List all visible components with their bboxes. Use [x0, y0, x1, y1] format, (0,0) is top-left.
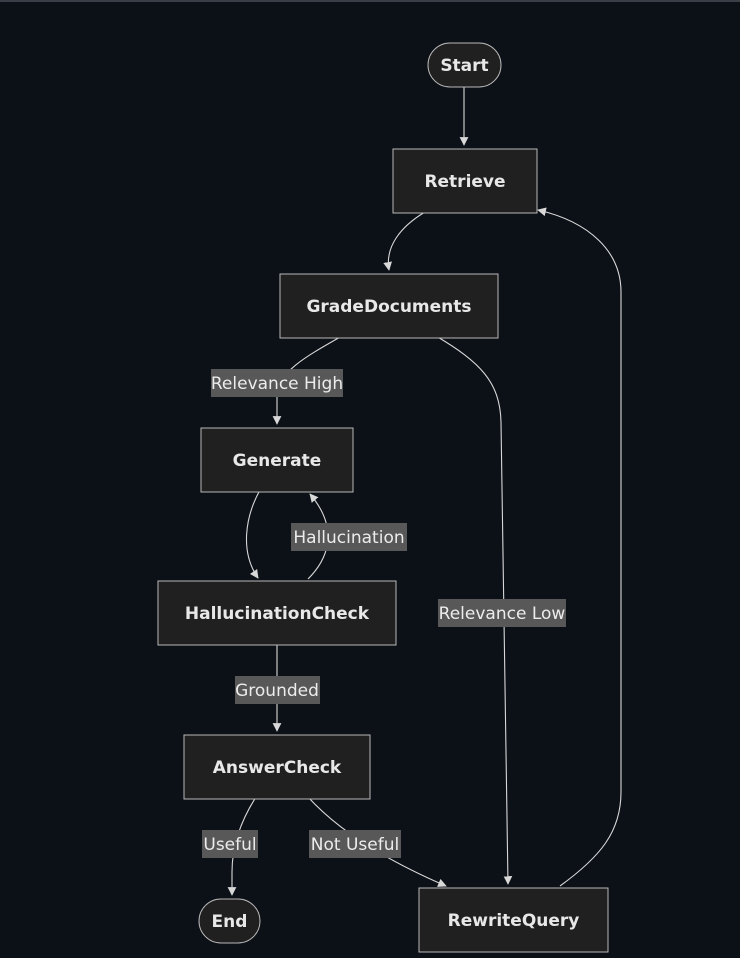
edge-label-relevance-high-text: Relevance High: [211, 374, 343, 394]
edge-retrieve-gradedocuments: [383, 211, 426, 271]
node-generate-label: Generate: [233, 451, 322, 471]
edge-label-grounded: Grounded: [235, 676, 320, 704]
node-hallucinationcheck[interactable]: HallucinationCheck: [157, 580, 397, 646]
node-answercheck-label: AnswerCheck: [213, 758, 342, 778]
edge-gradedocuments-rewritequery: [435, 335, 513, 885]
node-end-label: End: [212, 912, 248, 932]
node-start[interactable]: Start: [427, 42, 502, 88]
edge-label-hallucination-text: Hallucination: [293, 528, 404, 548]
edge-label-not-useful-text: Not Useful: [311, 835, 399, 855]
node-hallucinationcheck-label: HallucinationCheck: [185, 604, 370, 624]
edge-label-relevance-high: Relevance High: [211, 369, 343, 397]
node-end[interactable]: End: [198, 898, 261, 944]
edge-label-useful-text: Useful: [203, 835, 256, 855]
node-rewritequery[interactable]: RewriteQuery: [418, 887, 609, 953]
node-retrieve[interactable]: Retrieve: [392, 148, 538, 214]
node-rewritequery-label: RewriteQuery: [448, 911, 580, 931]
edge-label-grounded-text: Grounded: [235, 681, 319, 701]
node-gradedocuments-label: GradeDocuments: [306, 297, 471, 317]
node-gradedocuments[interactable]: GradeDocuments: [279, 273, 499, 339]
node-start-label: Start: [440, 56, 488, 76]
edge-label-not-useful: Not Useful: [309, 830, 401, 858]
node-retrieve-label: Retrieve: [424, 172, 505, 192]
edge-generate-hallucinationcheck: [246, 489, 261, 579]
node-generate[interactable]: Generate: [200, 427, 354, 493]
edge-label-relevance-low-text: Relevance Low: [439, 604, 566, 624]
edge-rewritequery-retrieve: [537, 207, 622, 887]
node-answercheck[interactable]: AnswerCheck: [183, 734, 371, 800]
edge-label-useful: Useful: [202, 830, 258, 858]
edge-label-relevance-low: Relevance Low: [438, 599, 566, 627]
edge-label-hallucination: Hallucination: [291, 523, 407, 551]
